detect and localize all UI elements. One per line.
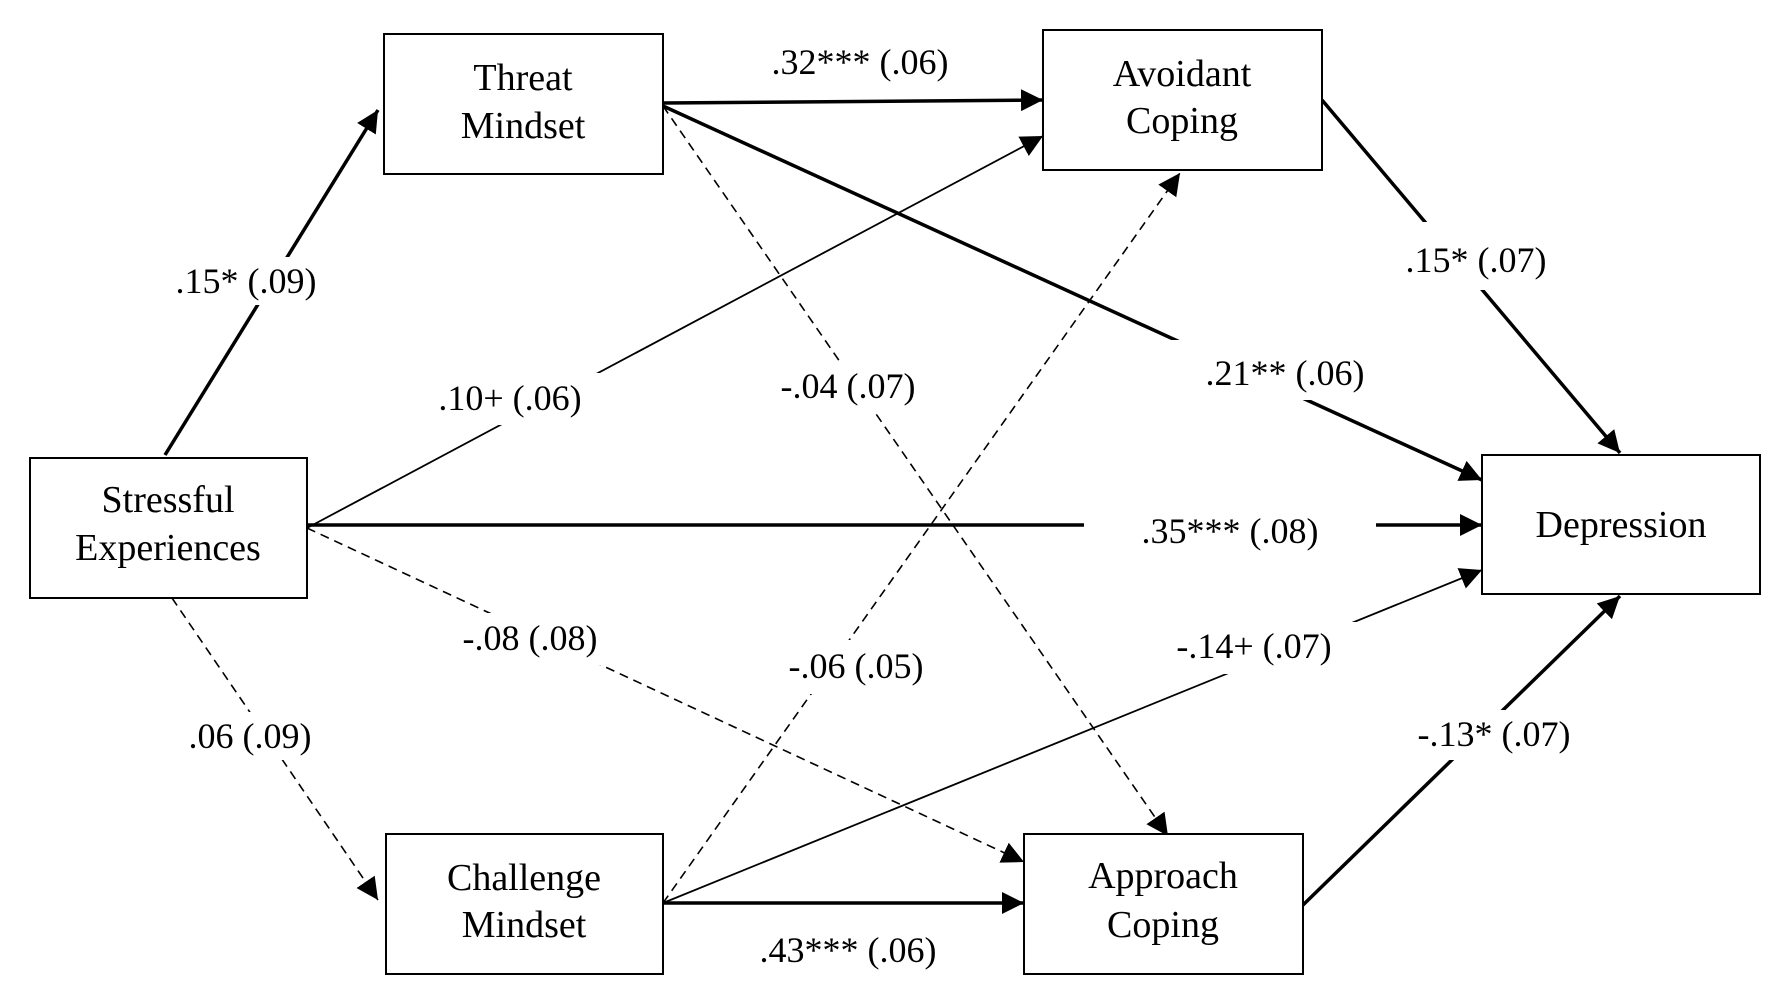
edge-stress-avoidant bbox=[306, 135, 1044, 529]
edge-label-stress-approach: -.08 (.08) bbox=[463, 618, 598, 658]
node-label-threat-line2: Mindset bbox=[461, 105, 586, 147]
label-threat-approach: -.04 (.07) bbox=[758, 362, 936, 414]
node-label-challenge-line1: Challenge bbox=[447, 857, 601, 899]
edge-label-stress-challenge: .06 (.09) bbox=[189, 716, 312, 756]
node-label-challenge-line2: Mindset bbox=[462, 904, 587, 946]
edge-label-challenge-depression: -.14+ (.07) bbox=[1176, 626, 1331, 666]
label-stress-threat: .15* (.09) bbox=[158, 257, 334, 305]
edge-label-stress-avoidant: .10+ (.06) bbox=[438, 378, 581, 418]
edge-label-threat-depression: .21** (.06) bbox=[1206, 353, 1365, 393]
node-approach-coping: Approach Coping bbox=[1023, 833, 1304, 975]
node-threat-mindset: Threat Mindset bbox=[383, 33, 664, 175]
edge-label-approach-depression: -.13* (.07) bbox=[1418, 714, 1571, 754]
node-label-threat-line1: Threat bbox=[473, 57, 573, 99]
label-stress-depression: .35*** (.08) bbox=[1084, 506, 1376, 558]
node-avoidant-coping: Avoidant Coping bbox=[1042, 29, 1323, 171]
node-label-stressful-line1: Stressful bbox=[102, 479, 235, 521]
label-challenge-approach: .43*** (.06) bbox=[733, 928, 965, 976]
label-challenge-depression: -.14+ (.07) bbox=[1142, 622, 1364, 674]
label-threat-avoidant: .32*** (.06) bbox=[745, 40, 975, 88]
edge-label-challenge-avoidant: -.06 (.05) bbox=[789, 646, 924, 686]
edge-label-stress-threat: .15* (.09) bbox=[176, 261, 317, 301]
node-label-depression: Depression bbox=[1536, 504, 1707, 546]
edge-threat-approach bbox=[662, 105, 1169, 837]
label-approach-depression: -.13* (.07) bbox=[1396, 710, 1592, 760]
node-label-avoidant-line2: Coping bbox=[1126, 100, 1238, 142]
label-avoidant-depression: .15* (.07) bbox=[1380, 222, 1576, 290]
edges-layer bbox=[163, 89, 1622, 914]
node-label-avoidant-line1: Avoidant bbox=[1113, 53, 1252, 95]
node-challenge-mindset: Challenge Mindset bbox=[385, 833, 664, 975]
edge-threat-depression bbox=[662, 104, 1483, 482]
node-depression: Depression bbox=[1481, 454, 1761, 595]
edge-threat-avoidant bbox=[662, 89, 1044, 112]
node-label-stressful-line2: Experiences bbox=[75, 527, 261, 569]
nodes-layer: Stressful Experiences Threat Mindset Cha… bbox=[29, 29, 1761, 975]
node-label-approach-line1: Approach bbox=[1088, 855, 1238, 897]
edge-label-stress-depression: .35*** (.08) bbox=[1142, 511, 1319, 551]
label-challenge-avoidant: -.06 (.05) bbox=[770, 640, 950, 694]
label-stress-avoidant: .10+ (.06) bbox=[414, 373, 608, 425]
edge-label-threat-avoidant: .32*** (.06) bbox=[772, 42, 949, 82]
label-threat-depression: .21** (.06) bbox=[1170, 340, 1400, 400]
label-stress-approach: -.08 (.08) bbox=[442, 613, 620, 665]
label-stress-challenge: .06 (.09) bbox=[170, 712, 330, 760]
edge-stress-approach bbox=[306, 527, 1025, 863]
edge-label-threat-approach: -.04 (.07) bbox=[781, 366, 916, 406]
node-label-approach-line2: Coping bbox=[1107, 904, 1219, 946]
edge-label-challenge-approach: .43*** (.06) bbox=[760, 930, 937, 970]
edge-labels-layer: .15* (.09) .06 (.09) .10+ (.06) -.08 (.0… bbox=[158, 40, 1592, 976]
node-stressful-experiences: Stressful Experiences bbox=[29, 457, 308, 599]
edge-label-avoidant-depression: .15* (.07) bbox=[1406, 240, 1547, 280]
